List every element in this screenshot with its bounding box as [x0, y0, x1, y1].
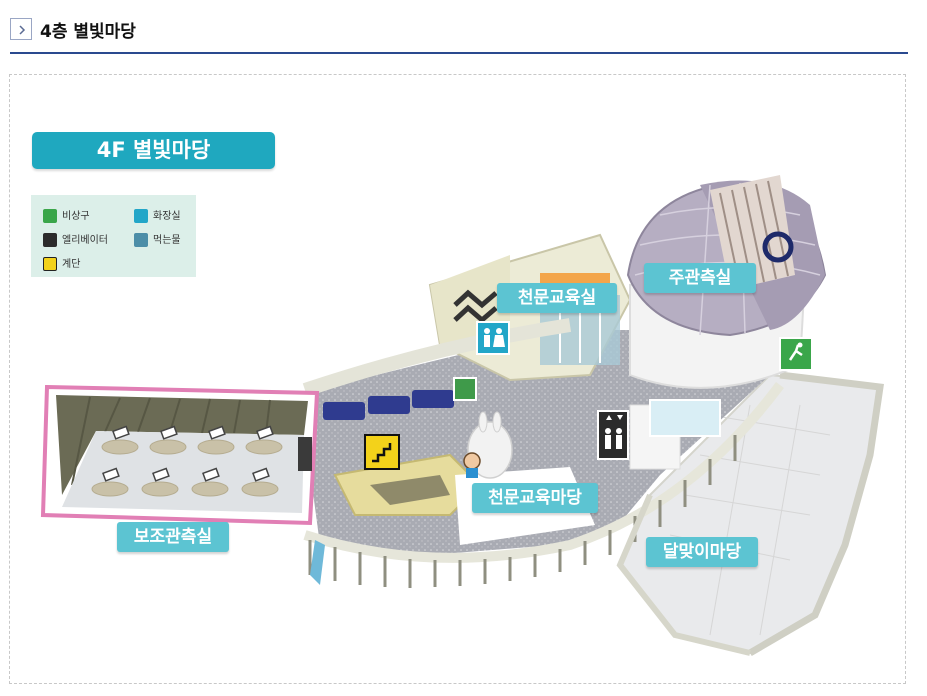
drinking-water-icon: [134, 233, 148, 247]
legend-label: 먹는물: [153, 235, 181, 246]
legend-label: 엘리베이터: [62, 235, 108, 246]
telescope-group: [91, 439, 283, 497]
stairs-icon: [364, 434, 400, 470]
legend-label: 화장실: [153, 211, 181, 222]
legend-item-stairs: 계단: [43, 255, 80, 271]
page-title: 4층 별빛마당: [40, 22, 136, 42]
map-legend: 비상구 화장실 엘리베이터 먹는물 계단: [31, 195, 196, 277]
area-label-astronomy-yard[interactable]: 천문교육마당: [472, 483, 598, 513]
legend-item-elevator: 엘리베이터: [43, 231, 108, 247]
character-figure: [463, 452, 481, 470]
restroom-icon: [476, 321, 510, 355]
legend-item-water: 먹는물: [134, 231, 181, 247]
emergency-exit-icon: [779, 337, 813, 371]
floor-map-illustration: [40, 175, 884, 657]
area-label-astronomy-classroom[interactable]: 천문교육실: [497, 283, 617, 313]
chevron-right-icon[interactable]: [10, 18, 32, 40]
drinking-water-icon: [453, 377, 477, 401]
bench-group: [323, 390, 454, 420]
area-label-main-observatory[interactable]: 주관측실: [644, 263, 756, 293]
emergency-exit-icon: [43, 209, 57, 223]
area-label-moon-yard[interactable]: 달맞이마당: [646, 537, 758, 567]
legend-item-exit: 비상구: [43, 207, 90, 223]
front-railing: [303, 381, 784, 563]
floor-badge: 4F 별빛마당: [32, 132, 275, 169]
elevator-icon: [43, 233, 57, 247]
elevator-icon: [597, 410, 629, 460]
restroom-icon: [134, 209, 148, 223]
legend-label: 계단: [62, 259, 81, 270]
page-header: 4층 별빛마당: [10, 14, 908, 54]
floor-map: 4F 별빛마당 비상구 화장실 엘리베이터 먹는물 계단 주관측실 천문교육실 …: [9, 74, 906, 684]
stairs-icon: [43, 257, 57, 271]
area-label-sub-observatory[interactable]: 보조관측실: [117, 522, 229, 552]
legend-item-restroom: 화장실: [134, 207, 181, 223]
legend-label: 비상구: [62, 211, 90, 222]
